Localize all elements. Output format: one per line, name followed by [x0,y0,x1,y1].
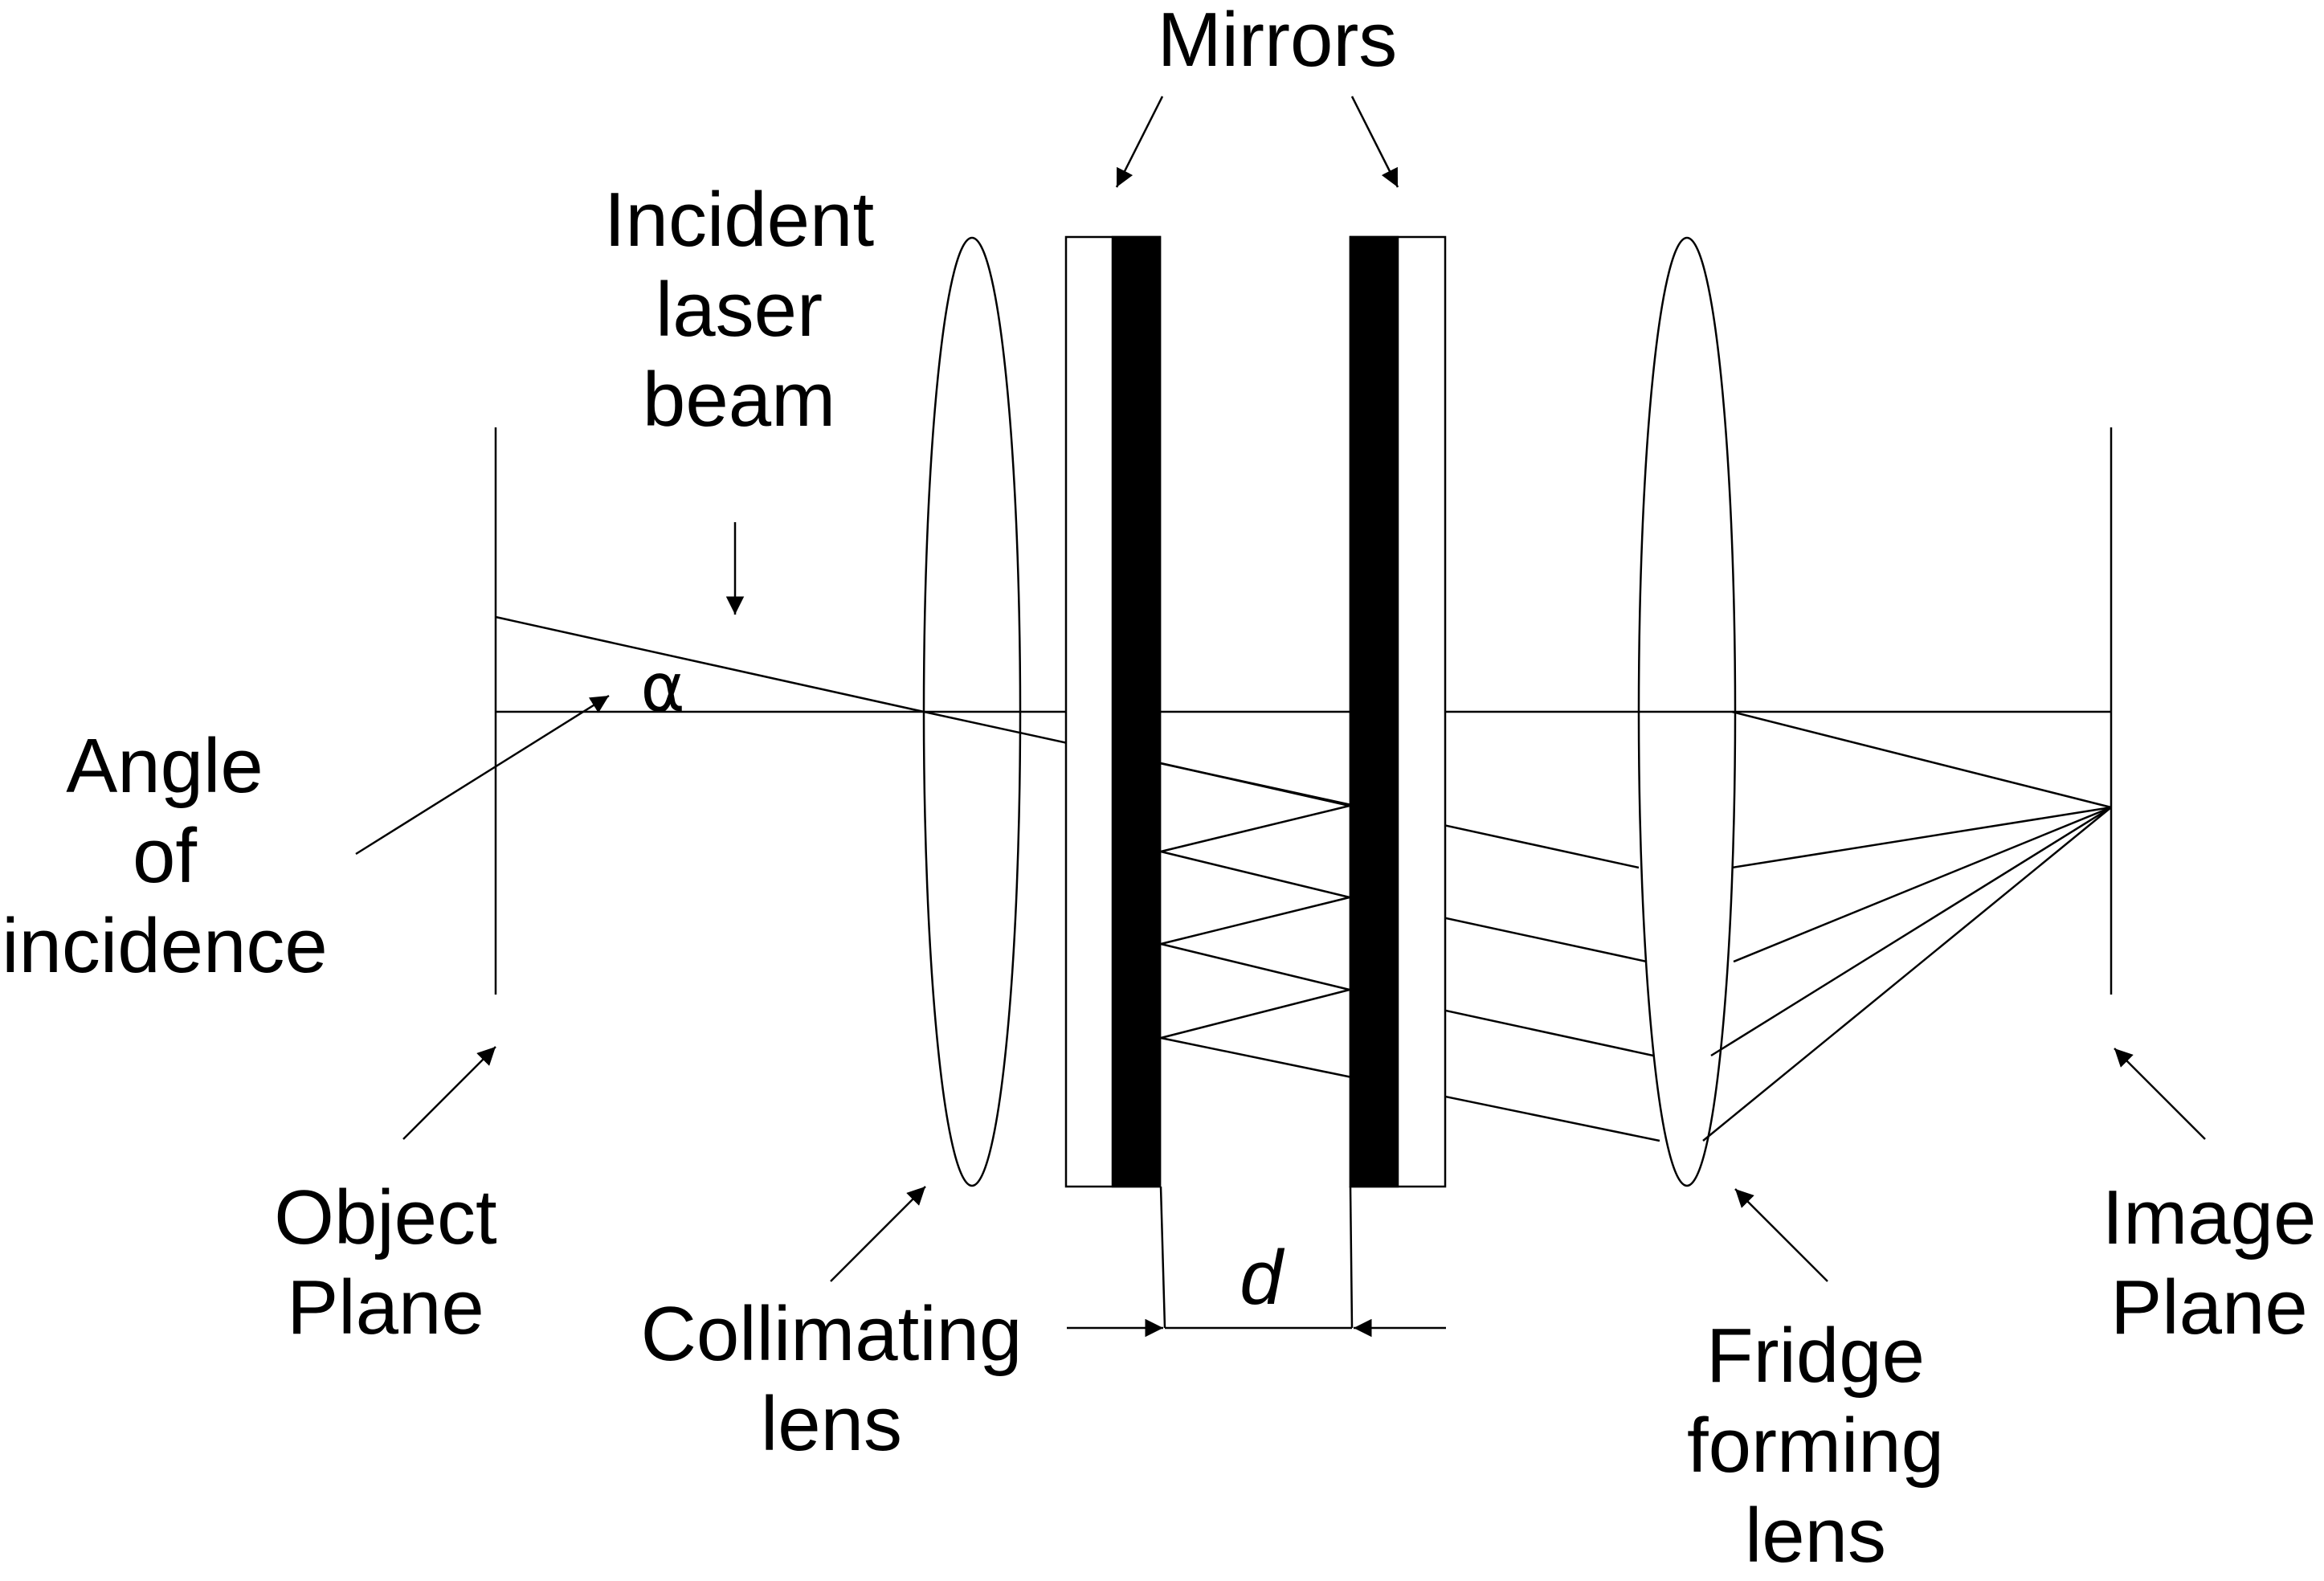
angle-arrow [355,694,610,856]
reflection-path [1160,762,1350,1040]
collimating-arrow [830,1186,926,1282]
object-plane-arrow [402,1046,496,1140]
fringe-forming-lens-label: Fridge forming lens [1643,1311,1988,1581]
focus-ray-3 [1710,806,2112,1057]
mirror-arrow-right [1350,96,1399,188]
spacing-d-label: d [1240,1235,1283,1321]
image-plane-label: Image Plane [2097,1173,2322,1353]
angle-label-line1: Angle [66,723,263,809]
fringe-arrow [1734,1188,1828,1282]
fringe-line1: Fridge [1705,1313,1926,1399]
fringe-line3: lens [1744,1493,1887,1579]
d-extension-left [1159,1186,1166,1329]
focus-ray-2 [1733,806,2112,963]
collimating-line1: Collimating [640,1291,1023,1377]
incident-ray [495,615,925,713]
incident-label-line1: Incident [603,177,875,263]
mirror-arrow-left [1115,96,1164,188]
incident-label-line3: beam [642,357,836,443]
image-plane-arrow [2114,1048,2206,1140]
collimating-lens-label: Collimating lens [619,1289,1044,1469]
angle-label-line2: of [132,813,198,899]
incident-beam-label: Incident laser beam [578,175,900,445]
focus-ray-1 [1731,806,2112,869]
angle-label-line3: incidence [2,903,328,989]
focus-ray-4 [1702,807,2112,1142]
object-plane-line1: Object [274,1175,497,1260]
mirror-2-coating [1349,235,1399,1188]
mirror-1-coating [1111,235,1162,1188]
image-plane-line2: Plane [2110,1264,2308,1350]
alpha-label: α [640,648,685,727]
collimating-line2: lens [760,1381,903,1467]
mirrors-label: Mirrors [1157,0,1398,83]
focus-ray-0 [1731,710,2112,809]
angle-of-incidence-label: Angle of incidence [0,721,329,991]
fringe-line2: forming [1686,1403,1945,1489]
incident-label-line2: laser [655,267,823,353]
d-extension-right [1349,1186,1354,1329]
object-plane-label: Object Plane [241,1173,530,1353]
image-plane-line1: Image [2101,1175,2317,1260]
object-plane-line2: Plane [287,1264,484,1350]
